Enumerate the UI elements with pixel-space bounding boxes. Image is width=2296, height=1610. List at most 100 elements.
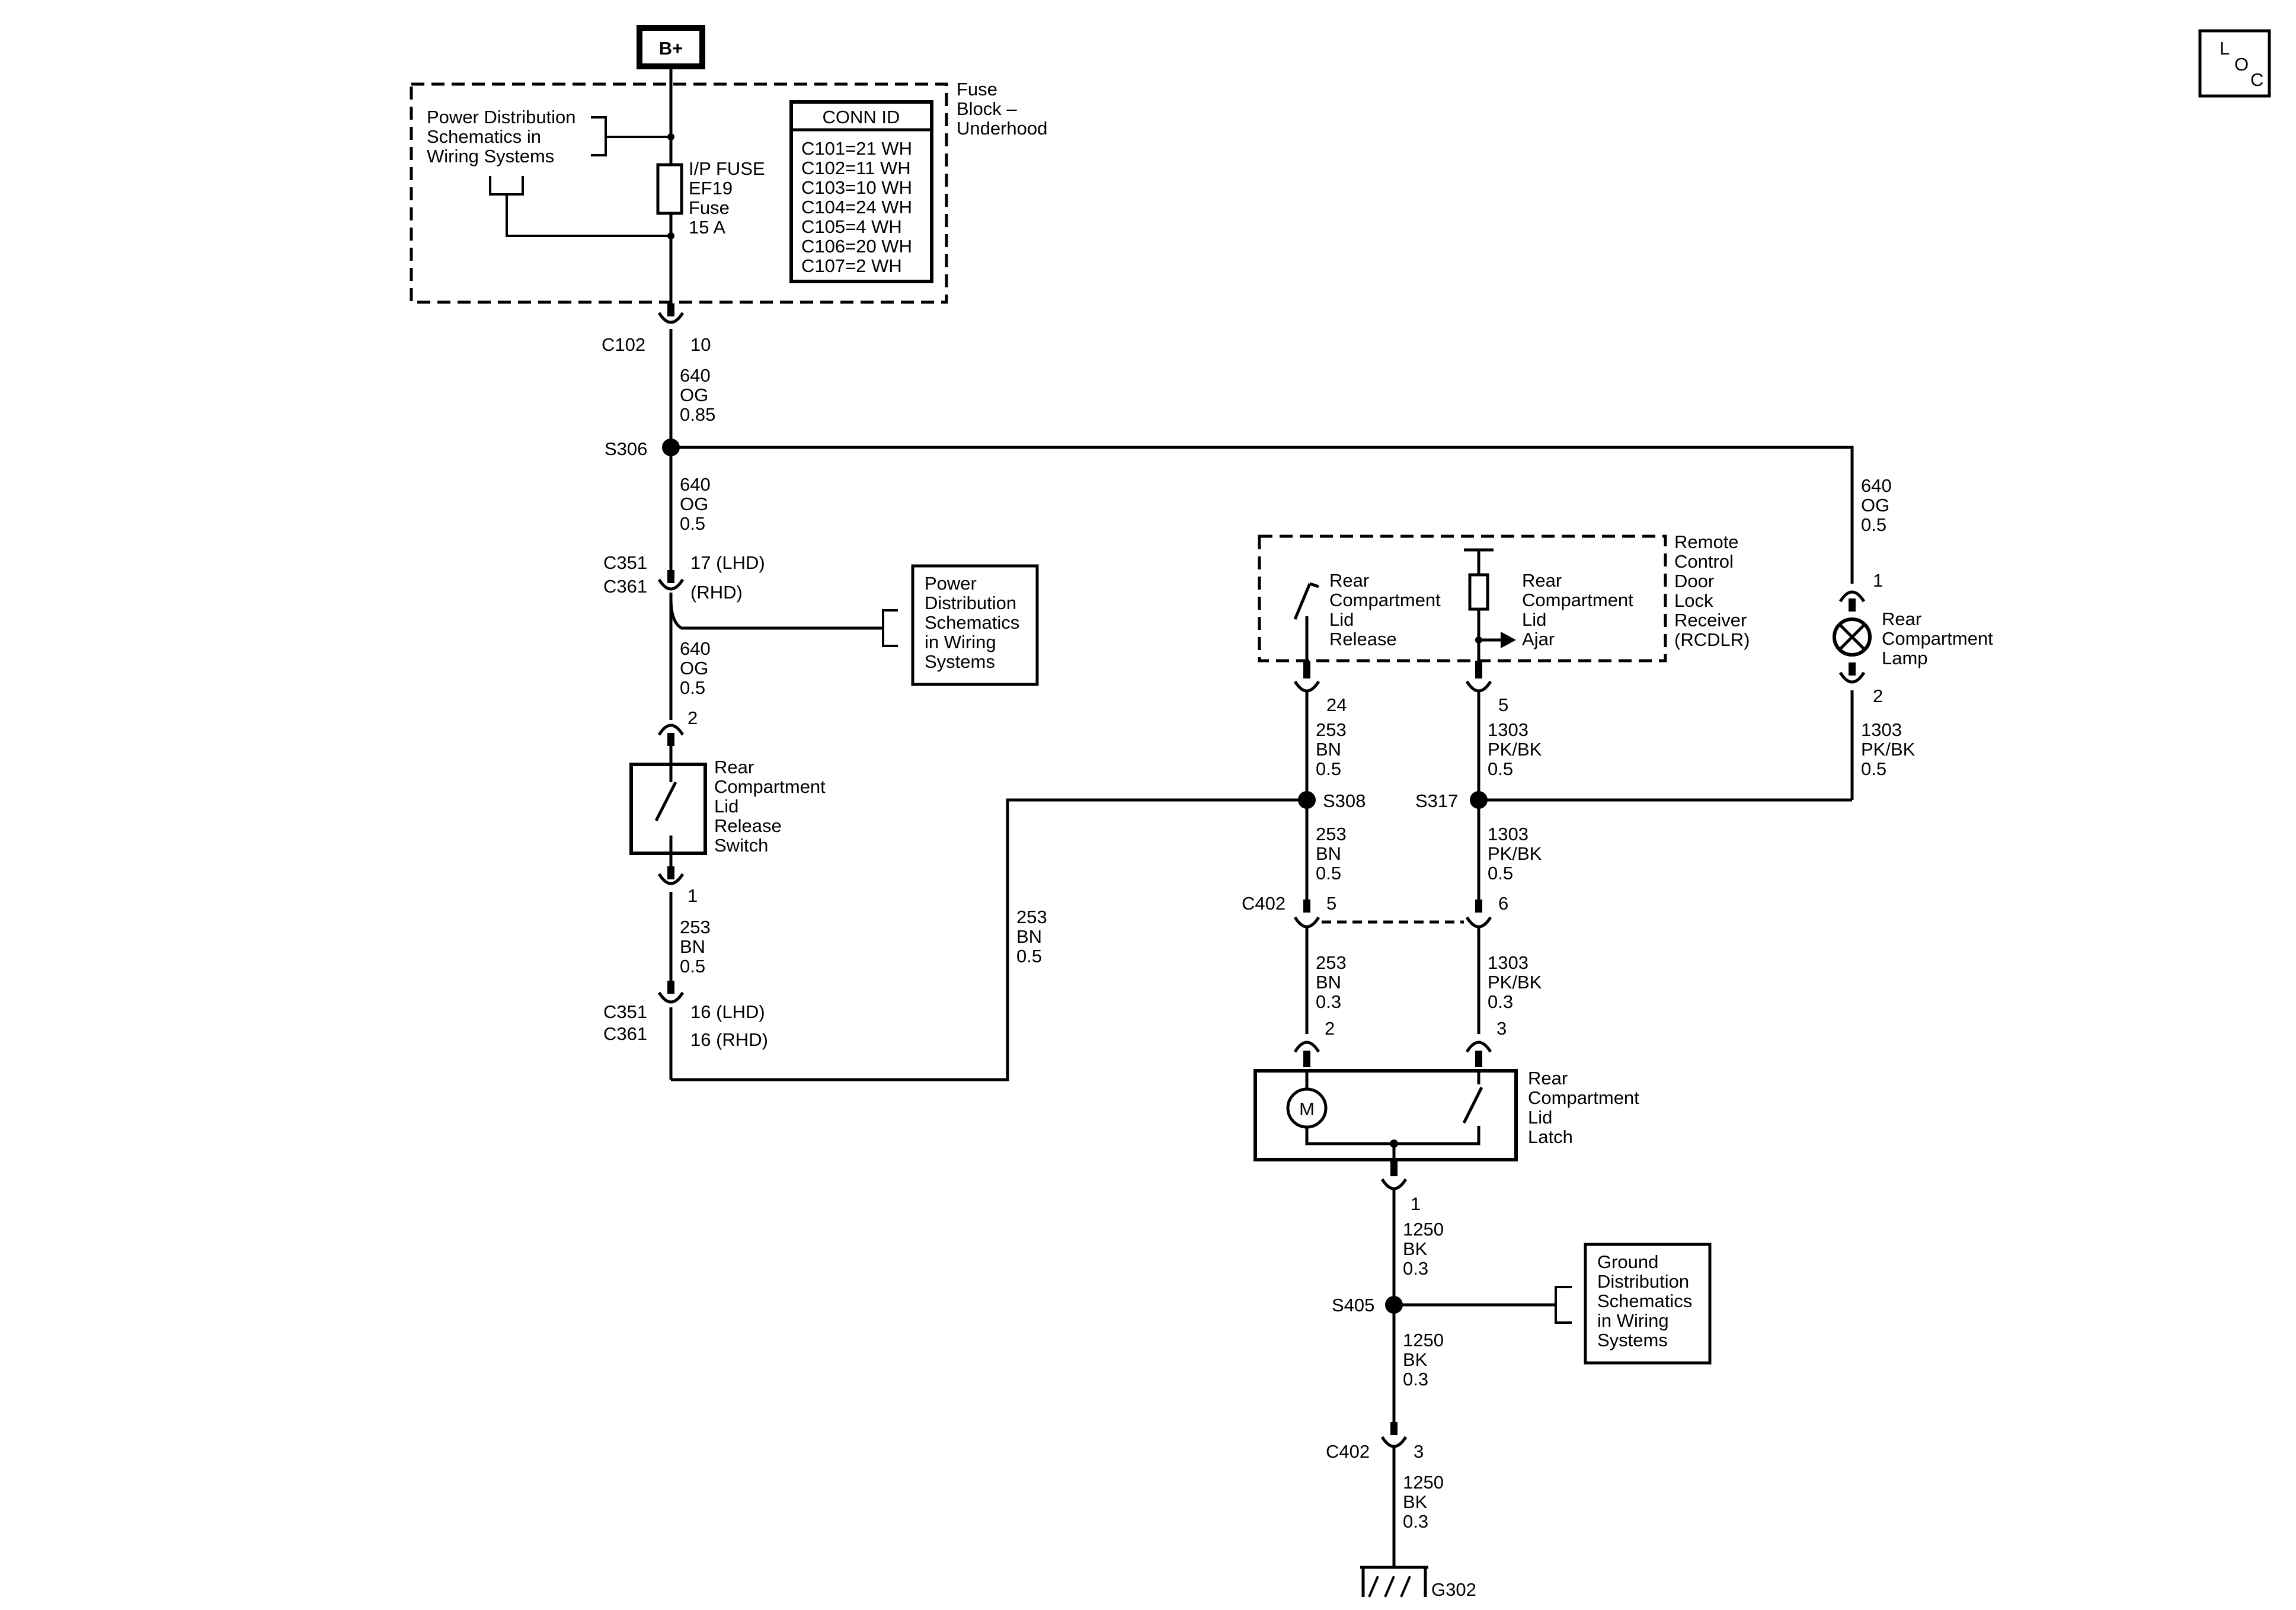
wire-label: 1250 [1403,1330,1444,1350]
s317-label: S317 [1415,790,1458,811]
power-ref-box-line: Schematics [925,612,1019,633]
wire-label: 0.5 [1861,758,1886,779]
wire-label: 253 [680,917,711,937]
wire-label: BK [1403,1349,1428,1370]
fuse-block-underhood: Fuse Block – Underhood Power Distributio… [410,79,1047,304]
wire-label: BK [1403,1491,1428,1512]
wire-label: 0.3 [1403,1369,1428,1390]
wire-label: 1303 [1488,719,1528,740]
rcdlr-ajar-line: Compartment [1522,590,1633,610]
power-source-label: B+ [659,38,683,59]
latch-pin-3-connector [1465,1041,1492,1053]
wire-label: 253 [1016,907,1047,927]
rcdlr-name-line: Door [1674,571,1714,591]
conn-id-row: C104=24 WH [801,197,912,217]
rcdlr-name-line: Remote [1674,532,1739,552]
fuse-text-4: 15 A [689,217,725,238]
latch-label-line: Compartment [1528,1087,1639,1108]
ground-ref-line: Schematics [1597,1291,1692,1311]
wire-label: OG [680,494,708,514]
loc-badge: L O C [2198,29,2271,98]
c102-pin: 10 [690,334,711,355]
conn-id-row: C106=20 WH [801,236,912,257]
wire-label: 0.5 [680,677,705,698]
s405-label: S405 [1332,1295,1374,1315]
c351-upper-pin-b: (RHD) [690,582,743,603]
power-distribution-ref-box: Power Distribution Schematics in Wiring … [882,564,1039,686]
rear-compartment-lid-latch: M Rear Compartment Lid Latch [1253,1068,1639,1161]
c351-upper-name-b: C361 [603,576,647,597]
power-ref-box-line: Systems [925,651,995,672]
connector-c402-mid: C402 5 6 [1242,893,1508,929]
ground-distribution-ref-box: Ground Distribution Schematics in Wiring… [1555,1243,1712,1365]
c402-lower-name: C402 [1326,1441,1370,1462]
wire-label: 640 [680,638,711,659]
main-feed-wires [669,66,1854,1081]
lamp-label-line: Compartment [1882,628,1993,649]
wire-label: 640 [680,365,711,386]
fuse-block-label-3: Underhood [957,118,1047,139]
c402-mid-pin-left: 5 [1326,893,1336,914]
latch-pin-bottom: 1 [1411,1193,1421,1214]
wire-label: BN [1316,739,1341,760]
latch-label-line: Rear [1528,1068,1568,1089]
latch-pin-1-connector [1380,1178,1408,1190]
wire-label: 253 [1316,824,1347,844]
ground-ref-line: Systems [1597,1330,1668,1350]
c402-lower-pin: 3 [1414,1441,1424,1462]
lamp-label-line: Lamp [1882,648,1928,668]
loc-badge-o: O [2234,54,2249,75]
latch-label-line: Latch [1528,1126,1573,1147]
switch-label-line: Compartment [714,776,826,797]
connector-c351-lower: C351 C361 16 (LHD) 16 (RHD) [603,981,768,1050]
ground-ref-line: in Wiring [1597,1310,1669,1331]
splice-s308 [1298,791,1316,809]
wire-label: OG [680,658,708,678]
latch-pin-right: 3 [1496,1018,1507,1039]
rcdlr-name-line: Receiver [1674,610,1747,630]
latch-pin-left: 2 [1325,1018,1335,1039]
wire-label: BN [1316,843,1341,864]
lamp-pin-top: 1 [1873,570,1883,591]
switch-bottom-connector [657,873,685,885]
fuse-text-2: EF19 [689,178,733,199]
motor-symbol: M [1299,1099,1315,1119]
loc-badge-l: L [2220,38,2230,59]
power-ref-box-line: in Wiring [925,632,996,652]
wire-label: PK/BK [1488,739,1542,760]
wire-label: BN [680,936,705,957]
wire-label: BN [1016,926,1042,947]
loc-badge-c: C [2250,69,2263,90]
conn-id-row: C103=10 WH [801,177,912,198]
ground-label: G302 [1431,1579,1476,1600]
wire-label: 1303 [1861,719,1902,740]
wire-label: PK/BK [1861,739,1916,760]
fuse-block-label-1: Fuse [957,79,997,100]
c402-mid-pin-right: 6 [1498,893,1508,914]
wire-label: 0.85 [680,404,715,425]
switch-bottom-pin: 1 [687,885,698,906]
rcdlr-pin-24-connector [1293,680,1320,693]
wire-label: 0.5 [1488,758,1513,779]
switch-label-line: Switch [714,835,768,856]
connector-c402-lower: C402 3 [1326,1422,1424,1462]
rear-compartment-lamp: Rear Compartment Lamp [1833,590,1993,684]
c351-upper-name-a: C351 [603,552,647,573]
wire-label: 0.5 [1488,863,1513,884]
fuse-ef19 [656,163,683,215]
c351-lower-name-b: C361 [603,1023,647,1044]
wire-label: 253 [1316,719,1347,740]
rcdlr-name-line: Control [1674,551,1734,572]
power-ref-text-2: Schematics in [427,126,541,147]
switch-label-line: Release [714,815,782,836]
splice-s306 [662,438,680,456]
s306-label: S306 [605,438,647,459]
switch-top-connector [657,724,685,736]
conn-id-row: C101=21 WH [801,138,912,159]
battery-positive-source: B+ [637,25,705,69]
fuse-text-1: I/P FUSE [689,158,765,179]
lamp-label-line: Rear [1882,609,1921,629]
s308-label: S308 [1323,790,1366,811]
rcdlr-pin-5-connector [1465,680,1492,693]
rcdlr-pin-5: 5 [1498,694,1508,715]
